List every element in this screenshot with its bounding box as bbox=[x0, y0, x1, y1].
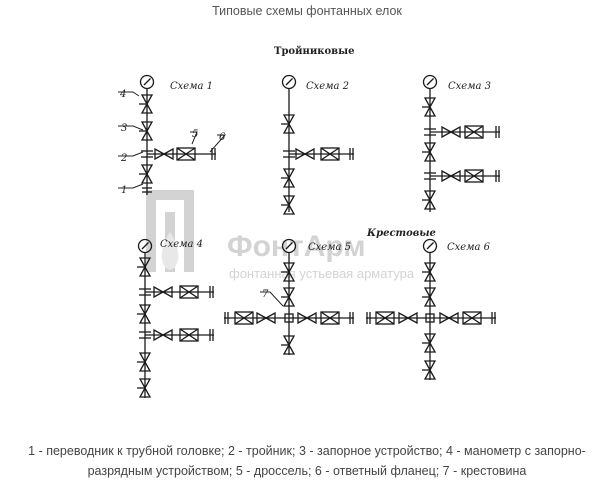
pressure-gauge-icon bbox=[281, 74, 297, 90]
valve-icon bbox=[139, 164, 154, 184]
choke-icon bbox=[464, 125, 484, 139]
valve-icon bbox=[137, 352, 152, 372]
scheme-label-5: Схема 5 bbox=[308, 242, 351, 253]
choke-icon bbox=[179, 285, 199, 299]
legend-line-2: разрядным устройством; 5 - дроссель; 6 -… bbox=[87, 464, 527, 478]
legend: 1 - переводник к трубной головке; 2 - тр… bbox=[0, 441, 614, 481]
flange-icon bbox=[349, 148, 354, 160]
valve-icon bbox=[281, 168, 296, 188]
scheme-label-1: Схема 1 bbox=[170, 81, 213, 92]
flange-icon bbox=[349, 312, 354, 324]
valve-icon bbox=[281, 114, 296, 134]
valve-icon bbox=[137, 304, 152, 324]
flange-icon bbox=[495, 170, 500, 182]
valve-icon bbox=[297, 311, 317, 325]
tee-fitting-icon bbox=[283, 150, 295, 158]
watermark-brand: ФонтАрм bbox=[227, 230, 366, 263]
valve-icon bbox=[154, 147, 174, 161]
group-label-crosses: Крестовые bbox=[366, 228, 436, 239]
valve-icon bbox=[281, 262, 296, 282]
tee-fitting-icon bbox=[141, 150, 153, 158]
pressure-gauge-icon bbox=[137, 238, 153, 254]
valve-icon bbox=[441, 125, 461, 139]
choke-icon bbox=[320, 311, 340, 325]
pressure-gauge-icon bbox=[422, 74, 438, 90]
valve-icon bbox=[398, 311, 418, 325]
choke-icon bbox=[462, 311, 482, 325]
group-label-tees: Тройниковые bbox=[274, 46, 354, 57]
flange-icon bbox=[491, 312, 496, 324]
callout-4: 4 bbox=[119, 89, 126, 100]
valve-icon bbox=[281, 287, 296, 307]
valve-icon bbox=[422, 142, 437, 162]
valve-icon bbox=[422, 262, 437, 282]
callout-5: 5 bbox=[192, 129, 198, 140]
valve-icon bbox=[281, 195, 296, 215]
valve-icon bbox=[422, 333, 437, 353]
valve-icon bbox=[139, 121, 154, 141]
pressure-gauge-icon bbox=[139, 74, 155, 90]
scheme-label-6: Схема 6 bbox=[447, 242, 491, 253]
valve-icon bbox=[153, 328, 173, 342]
valve-icon bbox=[422, 287, 437, 307]
wellhead-schemes-diagram: ФонтАрм фонтанная устьевая арматура Трой… bbox=[118, 46, 500, 398]
flange-icon bbox=[209, 286, 214, 298]
pressure-gauge-icon bbox=[422, 238, 438, 254]
choke-icon bbox=[375, 311, 395, 325]
valve-icon bbox=[137, 257, 152, 277]
legend-line-1: 1 - переводник к трубной головке; 2 - тр… bbox=[28, 444, 586, 458]
watermark-logo: ФонтАрм фонтанная устьевая арматура bbox=[146, 190, 415, 281]
valve-icon bbox=[139, 94, 154, 114]
valve-icon bbox=[422, 190, 437, 210]
scheme-label-4: Схема 4 bbox=[160, 239, 203, 250]
flange-icon bbox=[495, 126, 500, 138]
valve-icon bbox=[281, 335, 296, 355]
scheme-label-2: Схема 2 bbox=[306, 81, 349, 92]
valve-icon bbox=[441, 169, 461, 183]
tee-fitting-icon bbox=[139, 331, 151, 339]
flange-icon bbox=[224, 312, 229, 324]
flange-icon bbox=[211, 148, 216, 160]
callout-3: 3 bbox=[121, 123, 127, 134]
callout-2: 2 bbox=[120, 153, 127, 164]
callout-leaders bbox=[118, 91, 284, 307]
page-title: Типовые схемы фонтанных елок bbox=[212, 4, 402, 18]
watermark-tagline: фонтанная устьевая арматура bbox=[229, 266, 415, 281]
flange-icon bbox=[209, 329, 214, 341]
pressure-gauge-icon bbox=[281, 238, 297, 254]
choke-icon bbox=[320, 147, 340, 161]
valve-icon bbox=[295, 147, 315, 161]
valve-icon bbox=[256, 311, 276, 325]
valve-icon bbox=[422, 97, 437, 117]
valve-icon bbox=[153, 285, 173, 299]
watermark-emblem bbox=[146, 190, 194, 272]
valve-icon bbox=[422, 360, 437, 380]
flange-icon bbox=[366, 312, 371, 324]
choke-icon bbox=[176, 147, 196, 161]
callout-1: 1 bbox=[121, 185, 127, 196]
scheme-label-3: Схема 3 bbox=[448, 81, 491, 92]
schematic-elements bbox=[137, 74, 500, 398]
tee-fitting-icon bbox=[424, 128, 436, 136]
choke-icon bbox=[179, 328, 199, 342]
valve-icon bbox=[137, 378, 152, 398]
tee-fitting-icon bbox=[139, 288, 151, 296]
adapter-icon bbox=[142, 187, 152, 193]
choke-icon bbox=[234, 311, 254, 325]
choke-icon bbox=[464, 169, 484, 183]
valve-icon bbox=[439, 311, 459, 325]
callout-7: 7 bbox=[262, 289, 269, 300]
tee-fitting-icon bbox=[424, 172, 436, 180]
